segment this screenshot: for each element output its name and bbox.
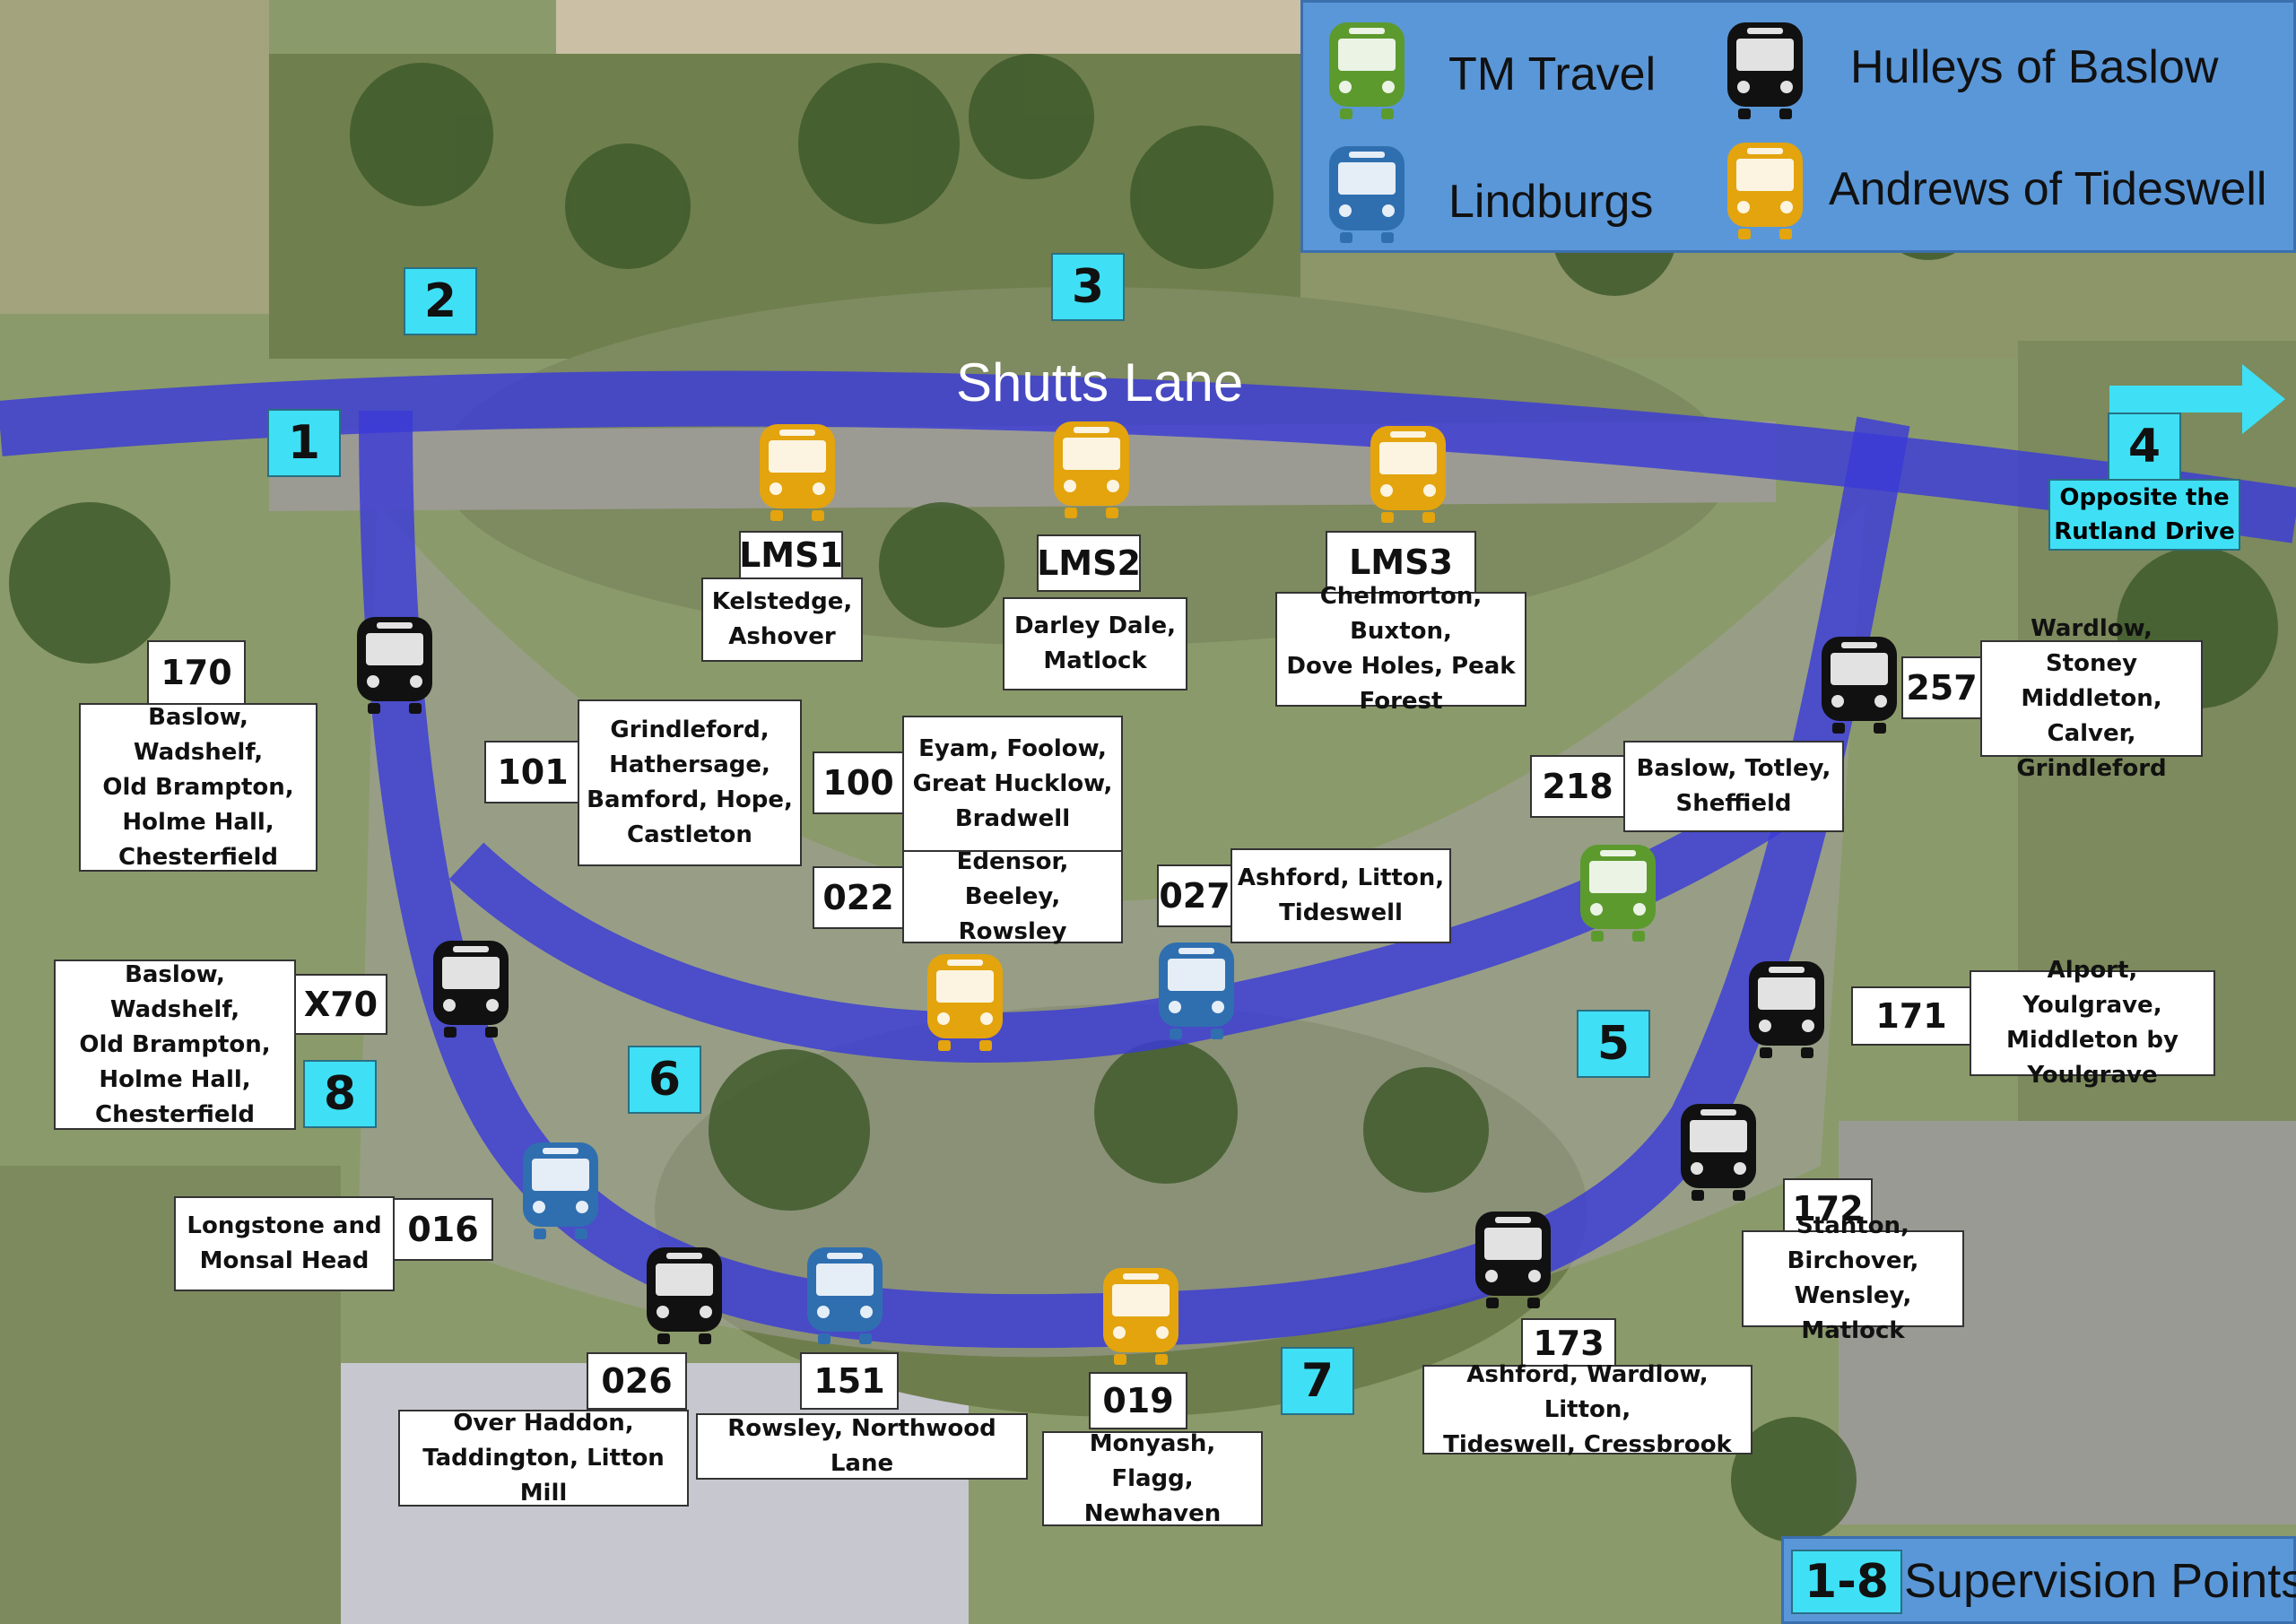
route-destinations: Kelstedge, Ashover bbox=[701, 578, 863, 662]
route-destinations: Over Haddon, Taddington, Litton Mill bbox=[398, 1410, 689, 1507]
bus-icon-151 bbox=[807, 1247, 883, 1344]
supervision-range-badge: 1-8 bbox=[1791, 1550, 1902, 1614]
route-number: 170 bbox=[147, 640, 246, 705]
route-destinations: Monyash, Flagg, Newhaven bbox=[1042, 1430, 1263, 1527]
supervision-point: 2 bbox=[404, 267, 477, 335]
route-number: 151 bbox=[800, 1352, 899, 1410]
bus-icon-171 bbox=[1749, 961, 1824, 1058]
route-number: 100 bbox=[813, 751, 904, 814]
route-number: 016 bbox=[393, 1198, 493, 1261]
route-number: X70 bbox=[294, 974, 387, 1035]
route-number: 019 bbox=[1089, 1372, 1187, 1429]
route-number: LMS1 bbox=[739, 531, 843, 579]
supervision-point: 6 bbox=[628, 1046, 701, 1114]
legend-label: TM Travel bbox=[1448, 48, 1657, 100]
route-destinations: Ashford, Wardlow, Litton, Tideswell, Cre… bbox=[1422, 1361, 1752, 1458]
point-4-location-note: Opposite the Rutland Drive bbox=[2048, 479, 2240, 551]
route-destinations: Edensor, Beeley, Rowsley bbox=[902, 848, 1123, 945]
supervision-point: 4 bbox=[2108, 413, 2181, 481]
operator-legend: TM Travel Hulleys of Baslow Lindburgs An… bbox=[1300, 0, 2296, 253]
route-number: LMS2 bbox=[1037, 534, 1141, 592]
bus-icon-019 bbox=[1103, 1268, 1178, 1365]
legend-label: Hulleys of Baslow bbox=[1850, 41, 2219, 93]
route-number: 026 bbox=[587, 1352, 687, 1410]
bus-icon-022 bbox=[927, 954, 1003, 1051]
bus-icon-016 bbox=[523, 1142, 598, 1239]
route-number: 101 bbox=[484, 741, 581, 803]
route-destinations: Darley Dale, Matlock bbox=[1003, 597, 1187, 690]
bus-icon-tm-travel bbox=[1329, 22, 1405, 119]
supervision-point: 3 bbox=[1051, 253, 1125, 321]
supervision-legend-label: Supervision Points bbox=[1904, 1554, 2296, 1608]
route-number: LMS3 bbox=[1326, 531, 1476, 594]
supervision-point: 7 bbox=[1281, 1347, 1354, 1415]
bus-icon-170 bbox=[357, 617, 432, 714]
route-number: 027 bbox=[1157, 864, 1232, 927]
route-destinations: Stanton, Birchover, Wensley, Matlock bbox=[1742, 1212, 1964, 1344]
route-destinations: Ashford, Litton, Tideswell bbox=[1231, 848, 1451, 943]
supervision-point: 1 bbox=[267, 409, 341, 477]
route-destinations: Baslow, Wadshelf, Old Brampton, Holme Ha… bbox=[79, 703, 317, 872]
bus-icon-173 bbox=[1475, 1211, 1551, 1308]
legend-label: Lindburgs bbox=[1448, 176, 1654, 228]
bus-icon-lms3 bbox=[1370, 426, 1446, 523]
route-destinations: Baslow, Totley, Sheffield bbox=[1623, 741, 1844, 832]
route-destinations: Rowsley, Northwood Lane bbox=[696, 1413, 1028, 1480]
route-number: 171 bbox=[1851, 986, 1971, 1046]
bus-icon-026 bbox=[647, 1247, 722, 1344]
route-destinations: Baslow, Wadshelf, Old Brampton, Holme Ha… bbox=[54, 960, 296, 1130]
bus-icon-hulleys bbox=[1727, 22, 1803, 119]
bus-icon-andrews bbox=[1727, 143, 1803, 239]
bus-icon-lms1 bbox=[760, 424, 835, 521]
route-destinations: Eyam, Foolow, Great Hucklow, Bradwell bbox=[902, 716, 1123, 852]
route-number: 173 bbox=[1521, 1318, 1616, 1368]
point-4-note-line: Rutland Drive bbox=[2054, 518, 2235, 545]
route-destinations: Longstone and Monsal Head bbox=[174, 1196, 395, 1291]
legend-label: Andrews of Tideswell bbox=[1829, 163, 2267, 215]
point-4-note-line: Opposite the bbox=[2059, 484, 2230, 511]
bus-icon-027 bbox=[1159, 942, 1234, 1039]
route-number: 172 bbox=[1783, 1178, 1873, 1239]
bus-icon-257 bbox=[1822, 637, 1897, 734]
route-number: 022 bbox=[813, 866, 904, 929]
supervision-legend: 1-8 Supervision Points bbox=[1781, 1536, 2296, 1624]
route-destinations: Chelmorton, Buxton, Dove Holes, Peak For… bbox=[1275, 583, 1526, 715]
route-number: 218 bbox=[1530, 755, 1625, 818]
route-destinations: Grindleford, Hathersage, Bamford, Hope, … bbox=[578, 699, 802, 866]
supervision-point: 5 bbox=[1577, 1010, 1650, 1078]
bus-icon-lms2 bbox=[1054, 421, 1129, 518]
route-destinations: Alport, Youlgrave, Middleton by Youlgrav… bbox=[1970, 957, 2215, 1089]
bus-icon-x70 bbox=[433, 941, 509, 1038]
direction-arrow bbox=[2109, 364, 2285, 434]
supervision-point: 8 bbox=[303, 1060, 377, 1128]
road-name-label: Shutts Lane bbox=[956, 352, 1244, 413]
route-number: 257 bbox=[1901, 656, 1982, 719]
bus-icon-lindburgs bbox=[1329, 146, 1405, 243]
bus-icon-172 bbox=[1681, 1104, 1756, 1201]
route-destinations: Wardlow, Stoney Middleton, Calver, Grind… bbox=[1980, 615, 2203, 782]
bus-icon-218 bbox=[1580, 845, 1656, 942]
